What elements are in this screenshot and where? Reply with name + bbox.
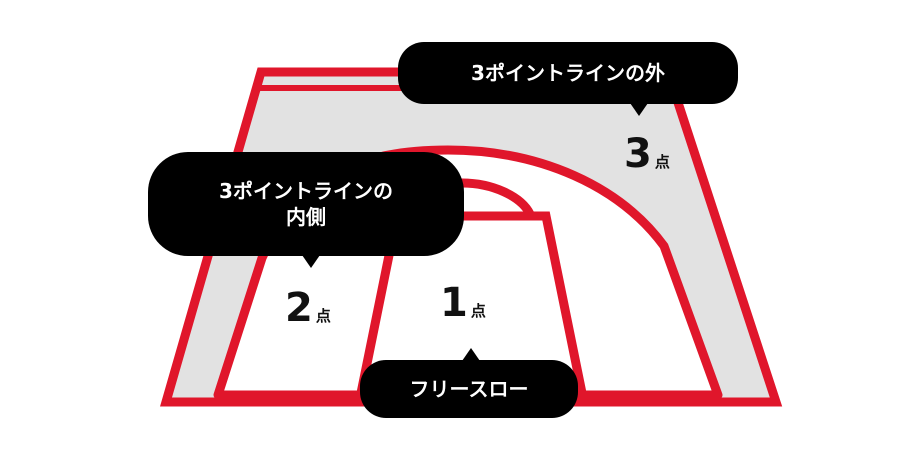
label-inside-bubble: 3ポイントラインの 内側: [148, 152, 464, 268]
points-one-number: 1: [440, 280, 468, 326]
points-one: 1 点: [440, 283, 486, 323]
label-freethrow-text: フリースロー: [409, 377, 529, 401]
bubble-pointer: [462, 348, 480, 361]
points-three-number: 3: [624, 131, 652, 177]
points-one-unit: 点: [470, 302, 486, 320]
points-two: 2 点: [285, 288, 331, 328]
label-inside-line1: 3ポイントラインの: [219, 179, 393, 203]
points-two-unit: 点: [315, 307, 331, 325]
label-inside-line2: 内側: [286, 205, 326, 229]
label-freethrow-bubble: フリースロー: [360, 348, 578, 418]
bubble-pointer: [302, 255, 320, 268]
label-outside-text: 3ポイントラインの外: [471, 61, 665, 85]
free-throw-lane: [354, 211, 589, 403]
bubble-pointer: [630, 103, 648, 116]
label-outside-bubble: 3ポイントラインの外: [398, 42, 738, 116]
points-three: 3 点: [624, 134, 670, 174]
points-two-number: 2: [285, 285, 313, 331]
points-three-unit: 点: [654, 153, 670, 171]
